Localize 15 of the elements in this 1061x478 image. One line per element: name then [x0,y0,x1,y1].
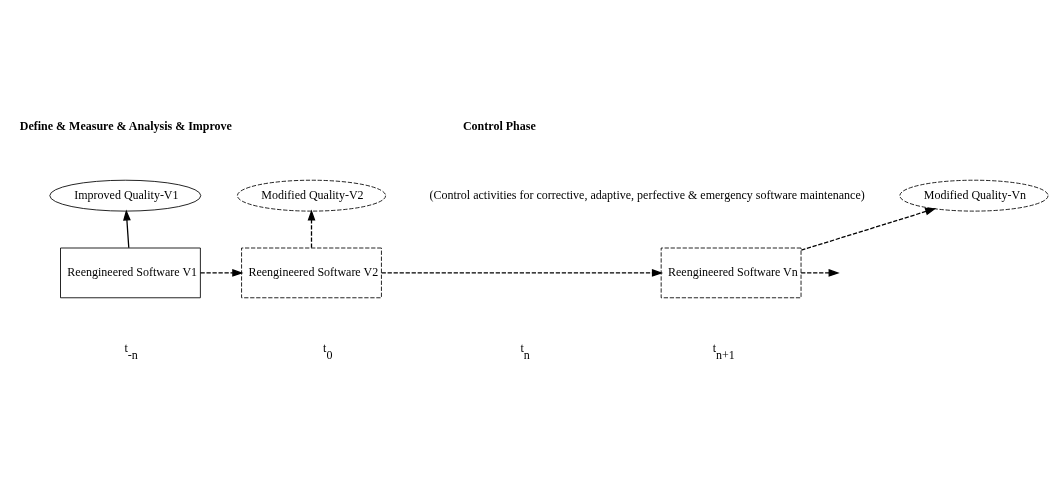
node-ellipse: Improved Quality-V1 [49,179,202,212]
label: (Control activities for corrective, adaptive, perfective & emergency software maintenance) [429,187,865,202]
arrow [800,207,937,251]
label: Control Phase [462,119,536,134]
node-ellipse: Modified Quality-V2 [236,179,387,212]
node-box: Reengineered Software V1 [60,247,201,299]
arrow [307,209,316,249]
arrow [123,209,131,249]
arrow [800,269,840,277]
label: Define & Measure & Analysis & Improve [19,119,232,134]
node-box: Reengineered Software Vn [660,247,802,299]
node-box: Reengineered Software V2 [241,247,382,299]
node-ellipse: Modified Quality-Vn [899,179,1049,212]
arrow [199,269,244,277]
arrow [380,269,664,277]
